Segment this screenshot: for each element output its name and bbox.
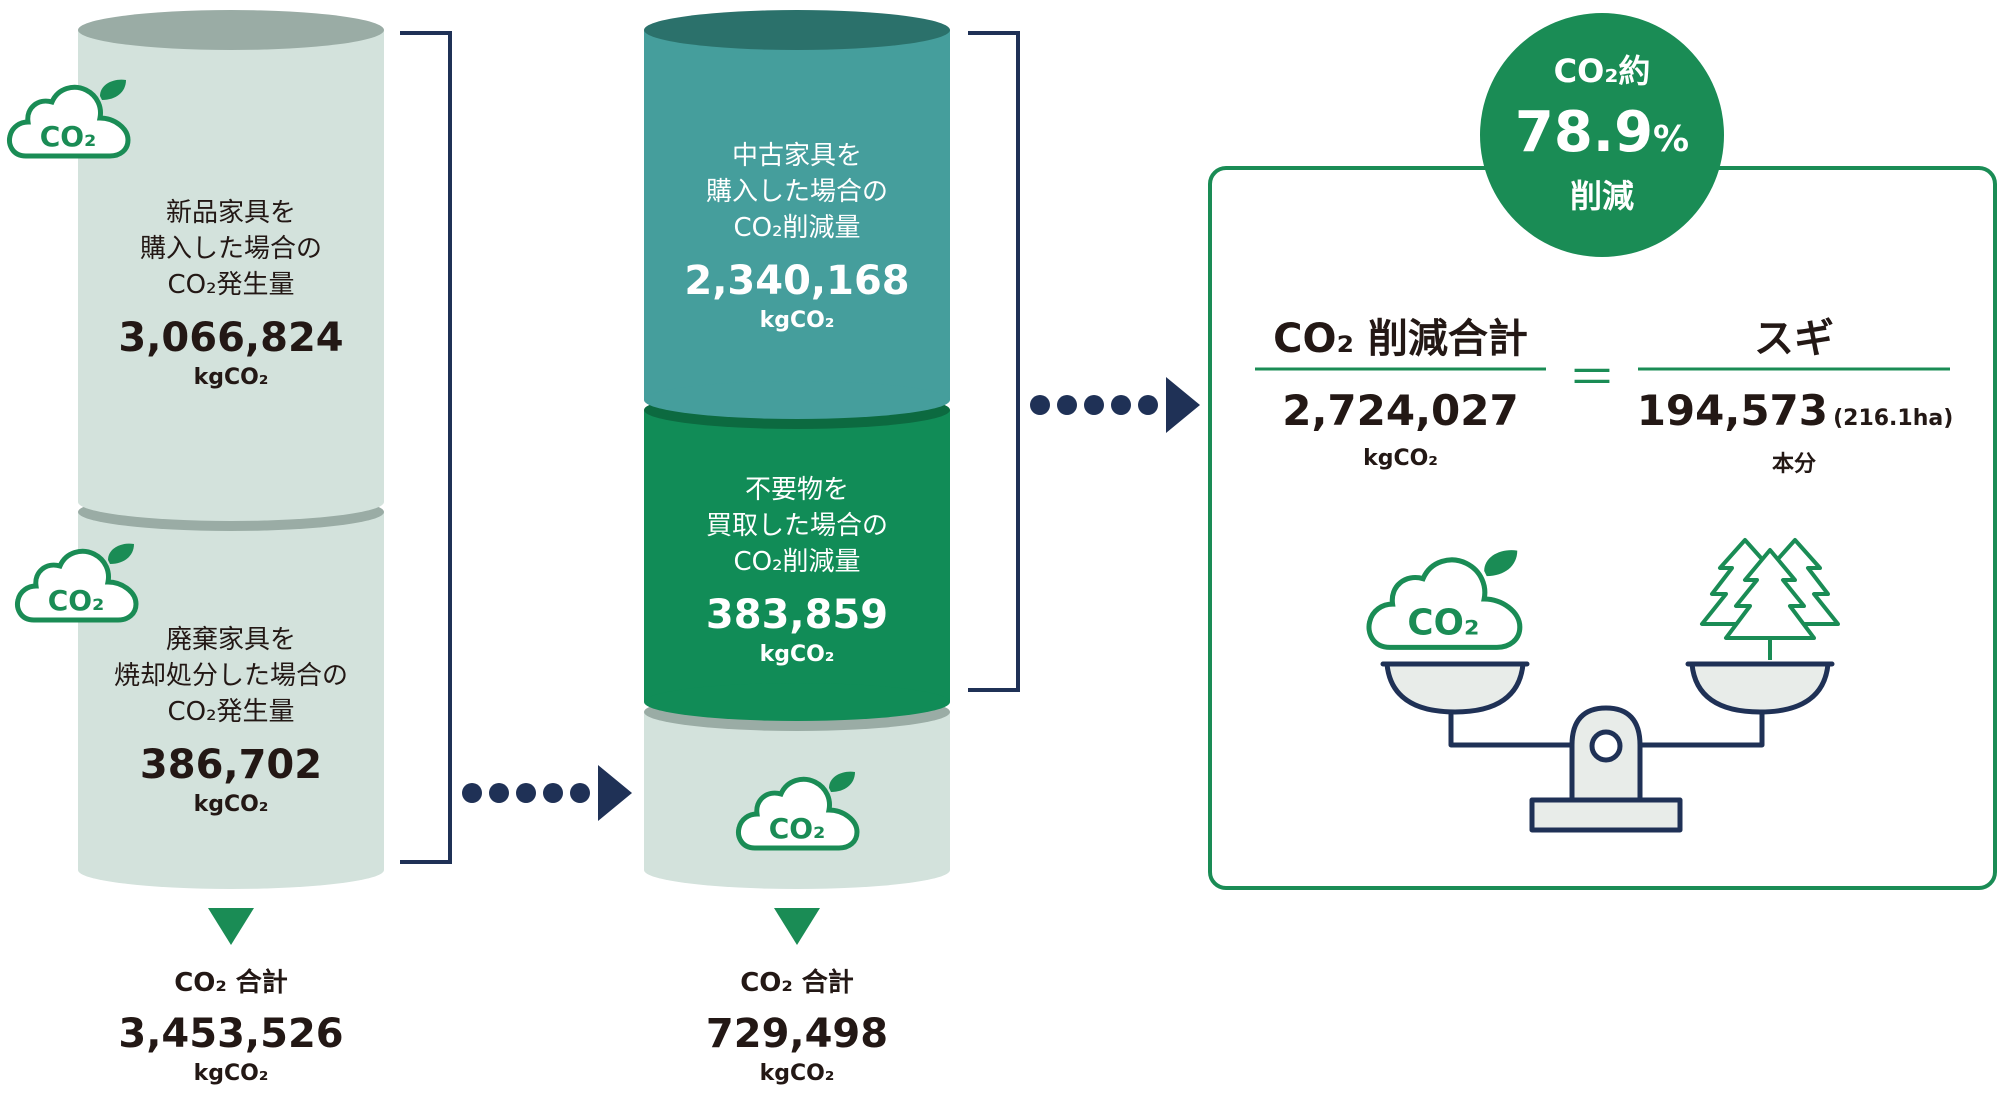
middle-bottom-co2-icon: CO₂ [733, 764, 865, 856]
co2-cloud-icon: CO₂ [7, 79, 131, 159]
middle-teal-text: 中古家具を 購入した場合の CO₂削減量 2,340,168 kgCO₂ [644, 138, 950, 333]
middle-green-label-1: 不要物を [744, 475, 849, 505]
balance-scale-icon [1380, 661, 1835, 833]
left-bottom-value: 386,702 [139, 742, 323, 788]
middle-bracket [968, 31, 1020, 692]
left-bottom-text: 廃棄家具を 焼却処分した場合の CO₂発生量 386,702 kgCO₂ [78, 622, 384, 817]
left-top-label-3: CO₂発生量 [167, 270, 295, 300]
left-bracket [400, 31, 452, 864]
left-bottom-label-2: 焼却処分した場合の [113, 661, 348, 691]
equals-sign: ＝ [1567, 350, 1616, 406]
left-top-co2-icon: CO₂ [4, 72, 136, 164]
middle-teal-value: 2,340,168 [684, 258, 910, 304]
badge-text: CO₂約 78.9% 削減 [1480, 46, 1724, 217]
left-bottom-label-3: CO₂発生量 [167, 697, 295, 727]
left-top-label-2: 購入した場合の [139, 234, 322, 264]
left-bottom-label-1: 廃棄家具を [165, 625, 296, 655]
left-bottom-segment-base [78, 851, 384, 889]
middle-total: CO₂ 合計 729,498 kgCO₂ [644, 962, 950, 1086]
left-bottom-segment [78, 512, 384, 870]
left-top-unit: kgCO₂ [193, 365, 269, 390]
left-cylinder [78, 10, 384, 889]
middle-green-segment-base [644, 683, 950, 721]
middle-green-unit: kgCO₂ [759, 642, 835, 667]
left-bottom-unit: kgCO₂ [193, 792, 269, 817]
left-top-segment-top [78, 10, 384, 50]
left-top-text: 新品家具を 購入した場合の CO₂発生量 3,066,824 kgCO₂ [78, 195, 384, 390]
reduction-badge [1480, 13, 1724, 257]
middle-bottom-segment-base [644, 851, 950, 889]
middle-total-label: CO₂ 合計 [740, 968, 854, 998]
badge-percent-sign: % [1653, 119, 1690, 160]
middle-down-triangle [774, 908, 820, 945]
cedar-trees-icon [1700, 538, 1840, 660]
dotted-arrow-left [462, 765, 632, 821]
badge-line3: 削減 [1569, 177, 1634, 215]
middle-teal-segment-base [644, 381, 950, 419]
scale-co2-icon: CO₂ [1362, 540, 1530, 658]
cedar-value: 194,573 [1636, 386, 1828, 435]
left-total: CO₂ 合計 3,453,526 kgCO₂ [78, 962, 384, 1086]
badge-percent-value: 78.9 [1514, 100, 1654, 165]
middle-green-label-2: 買取した場合の [705, 511, 888, 541]
middle-teal-label-1: 中古家具を [731, 141, 862, 171]
co2-cloud-icon: CO₂ [1366, 550, 1523, 650]
co2-icon-text: CO₂ [40, 120, 97, 153]
reduction-total-value: 2,724,027 [1282, 386, 1519, 435]
left-total-unit: kgCO₂ [193, 1061, 269, 1086]
reduction-total-unit: kgCO₂ [1363, 446, 1438, 471]
left-total-value: 3,453,526 [118, 1011, 344, 1057]
cedar-hectares: (216.1ha) [1833, 406, 1954, 431]
cedar-value-row: 194,573 (216.1ha) [1630, 386, 1960, 435]
middle-total-unit: kgCO₂ [759, 1061, 835, 1086]
middle-teal-segment-top [644, 10, 950, 50]
middle-green-segment [644, 410, 950, 702]
co2-icon-text: CO₂ [769, 812, 826, 845]
co2-icon-text: CO₂ [48, 584, 105, 617]
middle-green-value: 383,859 [705, 592, 889, 638]
left-top-segment-base [78, 483, 384, 521]
dotted-arrow-middle [1030, 377, 1200, 433]
cedar-unit: 本分 [1771, 452, 1816, 477]
middle-green-text: 不要物を 買取した場合の CO₂削減量 383,859 kgCO₂ [644, 472, 950, 667]
left-top-segment [78, 30, 384, 502]
left-total-label: CO₂ 合計 [174, 968, 288, 998]
left-down-triangle [208, 908, 254, 945]
left-top-label-1: 新品家具を [165, 198, 296, 228]
left-bottom-co2-icon: CO₂ [12, 536, 144, 628]
middle-teal-segment [644, 30, 950, 400]
middle-teal-label-3: CO₂削減量 [733, 213, 861, 243]
left-top-value: 3,066,824 [118, 315, 344, 361]
middle-cylinder [644, 10, 950, 889]
co2-cloud-icon: CO₂ [15, 543, 139, 623]
middle-teal-unit: kgCO₂ [759, 308, 835, 333]
middle-teal-label-2: 購入した場合の [705, 177, 888, 207]
co2-cloud-icon: CO₂ [736, 771, 860, 851]
reduction-total-heading: CO₂ 削減合計 [1273, 316, 1528, 362]
co2-icon-text: CO₂ [1407, 603, 1479, 644]
cedar-heading: スギ [1754, 316, 1834, 362]
middle-green-label-3: CO₂削減量 [733, 547, 861, 577]
badge-line1: CO₂約 [1553, 52, 1651, 90]
middle-total-value: 729,498 [705, 1011, 889, 1057]
